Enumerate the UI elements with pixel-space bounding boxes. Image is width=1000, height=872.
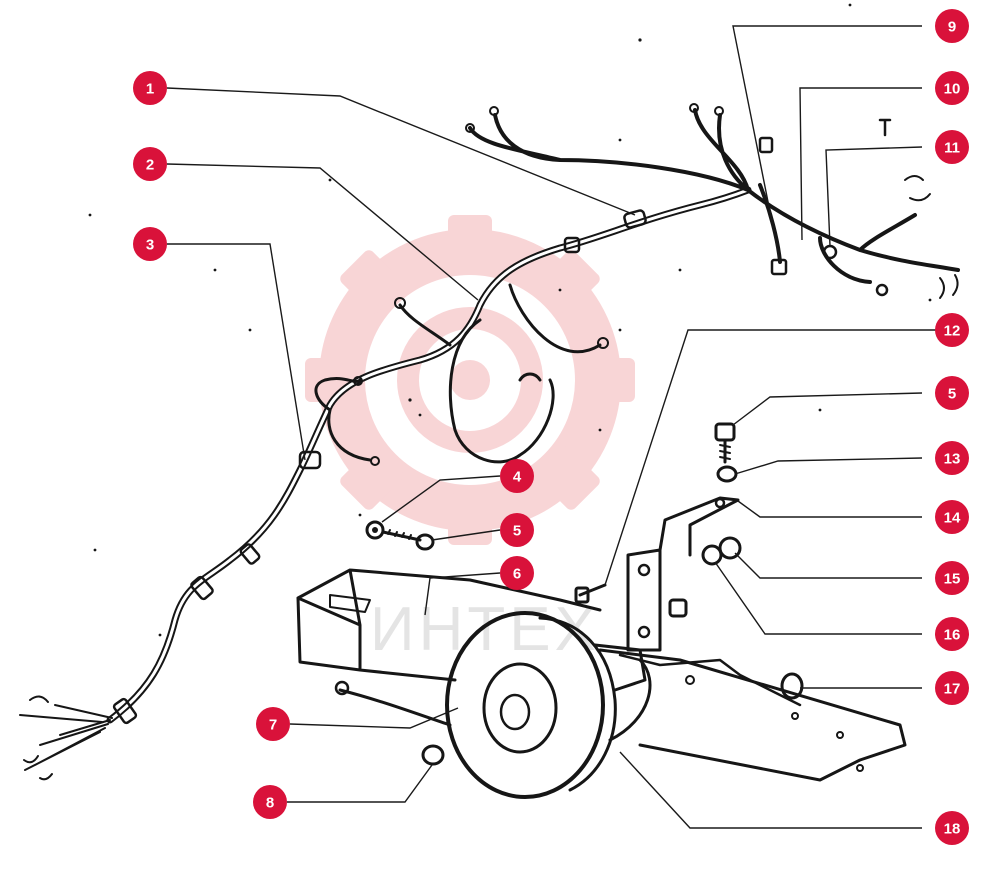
callout-label: 2 <box>146 157 154 174</box>
callout-circle <box>133 227 167 261</box>
callout-c4: 4 <box>500 459 534 493</box>
callout-c11: 11 <box>935 130 969 164</box>
callout-c17: 17 <box>935 671 969 705</box>
callout-label: 5 <box>948 386 956 403</box>
callout-circle <box>935 617 969 651</box>
callout-c18: 18 <box>935 811 969 845</box>
specks <box>88 3 932 637</box>
callout-label: 7 <box>269 717 277 734</box>
bolt-left <box>365 520 435 551</box>
callout-circle <box>256 707 290 741</box>
watermark-text: ИНТЕХ <box>370 595 600 664</box>
callout-label: 11 <box>944 140 960 157</box>
callout-circle <box>253 785 287 819</box>
callout-label: 17 <box>944 681 961 698</box>
callout-label: 13 <box>944 451 961 468</box>
callout-c5b: 5 <box>935 376 969 410</box>
callout-c2: 2 <box>133 147 167 181</box>
callout-circle <box>935 71 969 105</box>
callout-label: 6 <box>513 566 521 583</box>
callout-label: 16 <box>944 627 961 644</box>
callout-c6: 6 <box>500 556 534 590</box>
callout-circle <box>935 671 969 705</box>
callout-c16: 16 <box>935 617 969 651</box>
callout-circle <box>935 130 969 164</box>
horn-assembly <box>334 611 652 799</box>
callout-label: 5 <box>513 523 521 540</box>
callout-c7: 7 <box>256 707 290 741</box>
callout-c5a: 5 <box>500 513 534 547</box>
callout-circle <box>500 459 534 493</box>
callout-circle <box>935 811 969 845</box>
callout-circle <box>935 561 969 595</box>
callout-label: 9 <box>948 19 956 36</box>
callout-circle <box>935 313 969 347</box>
callout-c14: 14 <box>935 500 969 534</box>
callout-c12: 12 <box>935 313 969 347</box>
callout-label: 18 <box>944 821 961 838</box>
callout-label: 12 <box>944 323 961 340</box>
callout-label: 4 <box>513 469 522 486</box>
mounting-frame <box>296 568 907 782</box>
hardware-right <box>421 422 804 766</box>
callout-circle <box>935 441 969 475</box>
callout-label: 14 <box>944 510 961 527</box>
callout-circle <box>935 9 969 43</box>
callout-circle <box>500 513 534 547</box>
callout-label: 15 <box>944 571 961 588</box>
leader-lines <box>166 25 937 829</box>
callout-circle <box>133 71 167 105</box>
wiring-harness <box>19 103 960 781</box>
callout-circle <box>935 376 969 410</box>
callout-c3: 3 <box>133 227 167 261</box>
callout-label: 8 <box>266 795 274 812</box>
callout-c1: 1 <box>133 71 167 105</box>
callout-circle <box>133 147 167 181</box>
callout-c9: 9 <box>935 9 969 43</box>
callout-c10: 10 <box>935 71 969 105</box>
callout-circle <box>935 500 969 534</box>
callout-label: 10 <box>944 81 961 98</box>
callout-circle <box>500 556 534 590</box>
line-art <box>19 3 960 799</box>
callout-label: 3 <box>146 237 154 254</box>
upright-bracket <box>626 496 740 652</box>
callout-c15: 15 <box>935 561 969 595</box>
callout-c13: 13 <box>935 441 969 475</box>
callout-label: 1 <box>146 81 154 98</box>
callout-c8: 8 <box>253 785 287 819</box>
